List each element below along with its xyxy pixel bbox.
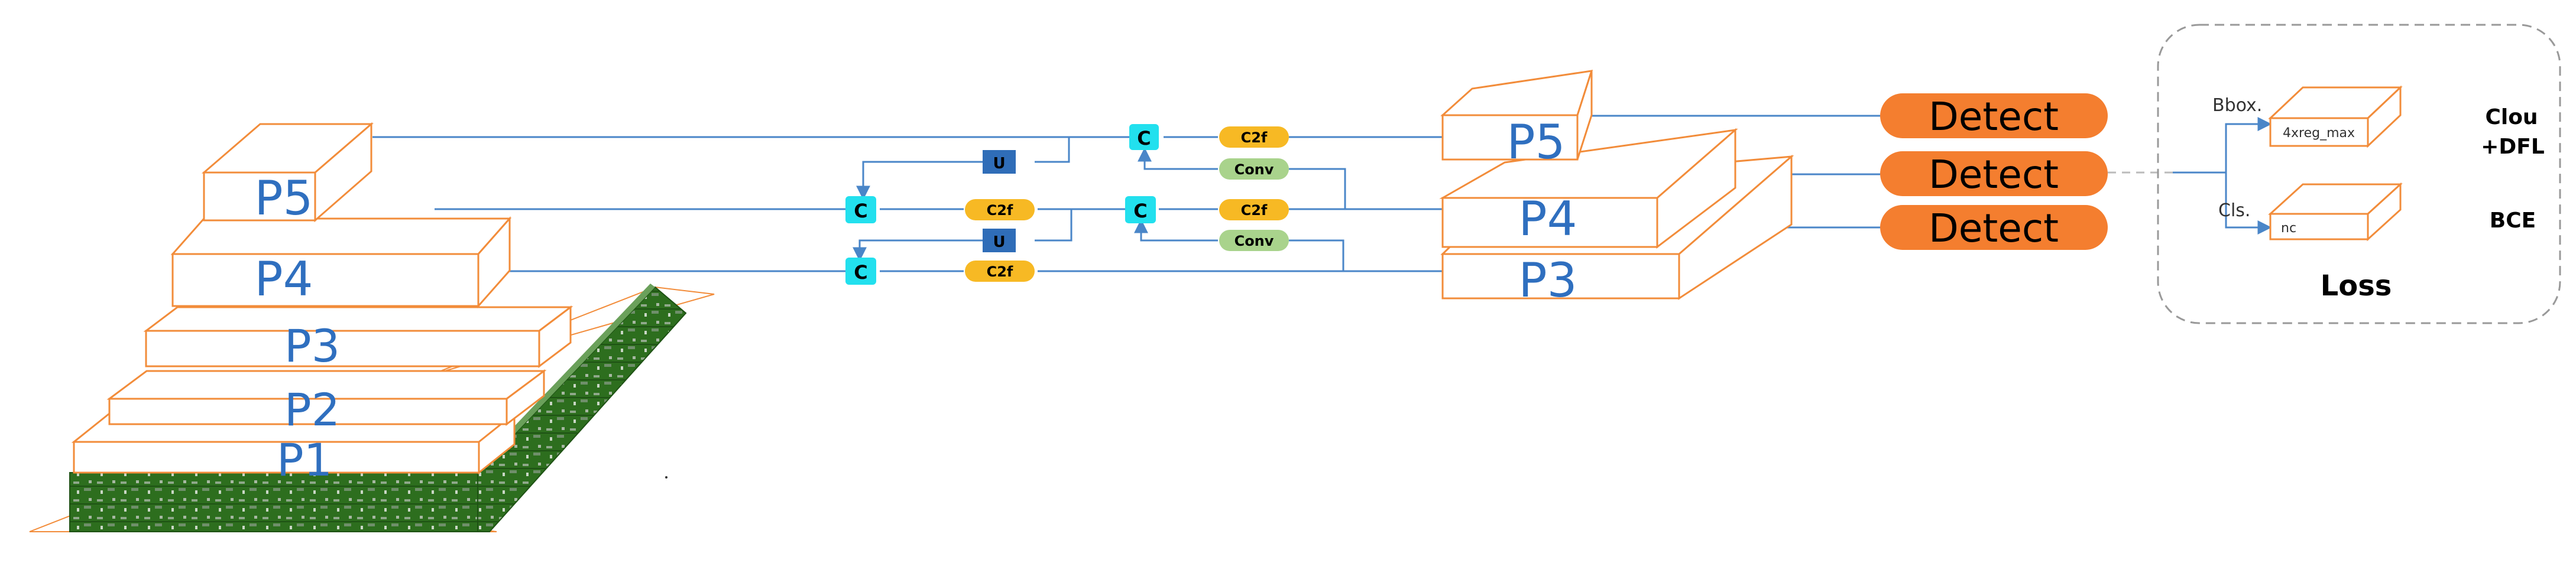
c2f-block-mid-right: C2f [1219,199,1289,220]
concat-block-mid-left: C [845,196,876,223]
loss-panel: Bbox. Cls. 4xreg_max nc Clou +DFL BCE Lo… [2157,24,2561,324]
backbone-label-p2: P2 [284,383,340,436]
bbox-tensor-label: 4xreg_max [2283,126,2355,141]
svg-text:C2f: C2f [987,202,1013,219]
concat-block-bottom: C [845,258,876,285]
detect-head-p3: Detect [1880,205,2108,251]
output-features [1439,70,1794,300]
detect-head-p5: Detect [1880,93,2108,139]
svg-text:C2f: C2f [1241,129,1268,146]
svg-text:C: C [854,200,867,222]
svg-text:C2f: C2f [987,263,1013,280]
svg-text:Conv: Conv [1234,233,1274,249]
backbone-level-p3 [143,305,573,369]
svg-text:Detect: Detect [1929,152,2059,197]
backbone-label-p1: P1 [277,434,332,486]
output-label-p3: P3 [1518,253,1577,308]
svg-text:C: C [1133,200,1147,222]
detect-heads: Detect Detect Detect [1880,93,2108,251]
concat-block-top: C [1129,124,1159,150]
svg-text:U: U [993,155,1005,173]
cls-label: Cls. [2218,200,2250,221]
upsample-block-bottom: U [983,229,1016,252]
svg-text:Conv: Conv [1234,161,1274,178]
c2f-block-top: C2f [1219,126,1289,148]
pcb-board-image [29,284,715,532]
neck-modules: C C C C U U C2f C2f [845,124,1289,285]
backbone-label-p5: P5 [254,171,313,226]
backbone-level-p5 [201,122,374,223]
svg-text:C: C [1137,127,1151,149]
backbone-label-p4: P4 [254,252,313,307]
bbox-loss-line1: Clou [2485,105,2538,129]
backbone-label-p3: P3 [284,320,340,372]
conv-block-top: Conv [1219,158,1289,180]
detect-head-p4: Detect [1880,151,2108,197]
backbone-level-p4 [170,216,512,308]
cls-tensor-box [2268,182,2403,242]
stray-dot [665,476,668,479]
svg-text:U: U [993,233,1005,251]
concat-block-mid-right: C [1125,196,1156,223]
c2f-block-mid-left: C2f [965,199,1035,220]
backbone-pyramid [71,122,573,475]
output-label-p5: P5 [1506,115,1565,170]
svg-text:Detect: Detect [1929,206,2059,251]
output-level-p4 [1439,128,1738,249]
output-label-p4: P4 [1518,191,1577,246]
conv-block-bottom: Conv [1219,230,1289,251]
cls-tensor-label: nc [2281,221,2296,236]
cls-loss: BCE [2490,209,2536,233]
svg-text:C: C [854,261,867,284]
upsample-block-top: U [983,150,1016,174]
bbox-label: Bbox. [2212,95,2262,116]
c2f-block-bottom: C2f [965,261,1035,282]
bbox-tensor-box [2268,85,2403,148]
bbox-loss-line2: +DFL [2481,135,2545,159]
loss-title: Loss [2321,269,2392,302]
connection-lines [372,115,2272,272]
output-level-p5 [1440,70,1593,161]
svg-text:Detect: Detect [1929,94,2059,139]
svg-text:C2f: C2f [1241,202,1268,219]
backbone-level-p2 [106,369,547,427]
